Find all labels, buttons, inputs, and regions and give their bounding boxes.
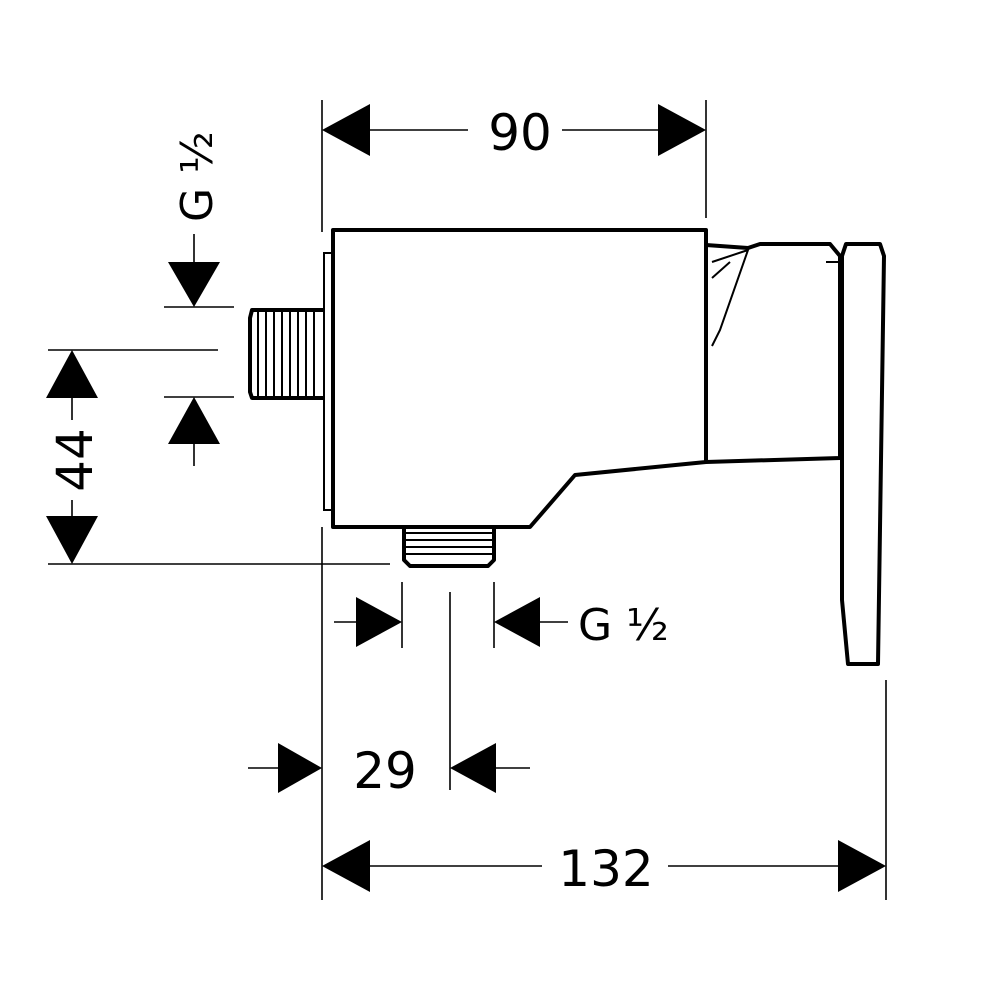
arrow-29-left [278, 743, 322, 793]
dimension-132: 132 [321, 527, 887, 900]
label-90: 90 [488, 104, 552, 162]
dimension-90: 90 [321, 100, 707, 232]
mixer-body [323, 228, 886, 666]
neck-curve-inner [711, 261, 731, 279]
arrow-thread-bottom-right [494, 597, 540, 647]
dimension-left-thread: G ½ [164, 131, 234, 466]
lever-neck [705, 242, 842, 464]
dimension-44: 44 [46, 349, 390, 565]
arrow-thread-left-bottom [168, 397, 220, 444]
wall-flange [323, 252, 333, 511]
arrow-132-left [322, 840, 370, 892]
arrow-90-left [322, 104, 370, 156]
label-thread-left: G ½ [172, 131, 223, 222]
arrow-90-right [658, 104, 706, 156]
arrow-thread-left-top [168, 262, 220, 307]
neck-curve [711, 248, 750, 347]
arrow-44-bottom [46, 516, 98, 564]
label-29: 29 [353, 742, 417, 800]
body-block [331, 228, 708, 529]
arrow-29-right [450, 743, 496, 793]
arrow-thread-bottom-left [356, 597, 402, 647]
label-44: 44 [46, 428, 104, 492]
label-thread-bottom: G ½ [578, 600, 669, 651]
dimension-bottom-thread: G ½ [334, 582, 669, 651]
arrow-44-top [46, 350, 98, 398]
label-132: 132 [558, 840, 653, 898]
bottom-threaded-outlet [402, 527, 496, 568]
lever-handle [840, 242, 886, 666]
dimension-29: 29 [248, 592, 530, 800]
arrow-132-right [838, 840, 886, 892]
left-threaded-outlet [248, 308, 324, 400]
